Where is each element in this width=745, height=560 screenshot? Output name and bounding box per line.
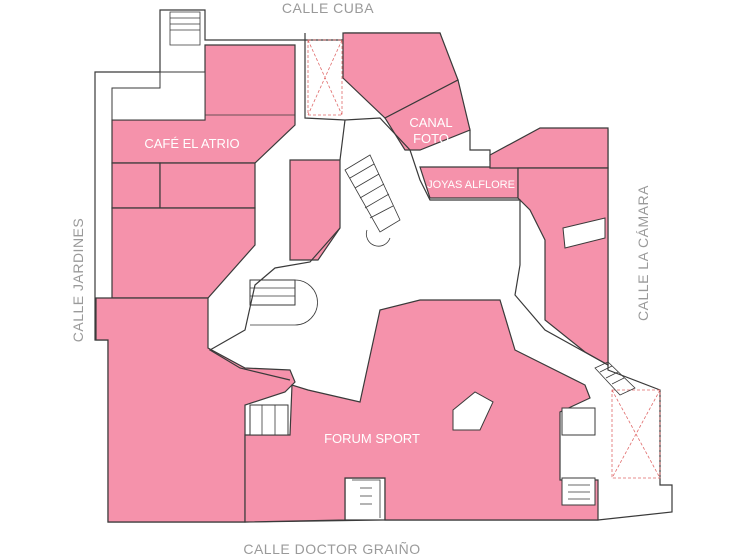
store-unit-left-large[interactable] — [111, 207, 256, 299]
entrance-north — [307, 39, 343, 116]
store-unit-left-bottom[interactable] — [95, 297, 296, 523]
store-unit-right[interactable] — [517, 167, 609, 367]
right-store-opening — [562, 217, 606, 249]
street-label-north: CALLE CUBA — [282, 0, 374, 16]
street-label-west: CALLE JARDINES — [70, 218, 86, 342]
store-label-joyas: JOYAS ALFLORE — [427, 179, 515, 191]
store-canal-foto[interactable] — [384, 79, 471, 151]
stairs-forum-left — [249, 404, 289, 436]
corridor-central — [208, 119, 346, 381]
store-label-forum: FORUM SPORT — [324, 431, 420, 446]
store-label-canal-2: FOTO — [413, 131, 449, 146]
service-area — [111, 71, 206, 121]
stairs-top — [169, 11, 201, 46]
west-landing-arc — [250, 279, 318, 326]
store-forum-sport[interactable] — [244, 299, 599, 523]
stairs-west-steps — [250, 287, 295, 297]
stairs-forum-right-steps — [568, 484, 590, 500]
forum-sport-cutout — [452, 391, 494, 431]
street-label-south: CALLE DOCTOR GRAIÑO — [243, 541, 420, 557]
store-unit-upper-right[interactable] — [489, 127, 609, 169]
stairs-forum-left-steps — [261, 405, 276, 435]
stairs-west — [249, 279, 296, 306]
escalator-landing — [365, 229, 391, 247]
store-label-canal-1: CANAL — [409, 115, 452, 130]
store-label-cafe: CAFÉ EL ATRIO — [144, 136, 239, 151]
stairs-forum-right-bottom — [561, 477, 596, 506]
escalator — [344, 154, 401, 233]
street-label-east: CALLE LA CÁMARA — [635, 185, 651, 321]
entrance-east-stairs — [594, 361, 636, 396]
stairs-forum-right — [561, 407, 596, 436]
store-unit-central[interactable] — [289, 159, 341, 261]
entrance-south — [352, 479, 381, 518]
entrance-east — [611, 389, 661, 479]
store-unit-left-a[interactable] — [111, 162, 161, 209]
store-unit-left-b[interactable] — [159, 162, 256, 209]
corridor-upper — [304, 33, 609, 366]
